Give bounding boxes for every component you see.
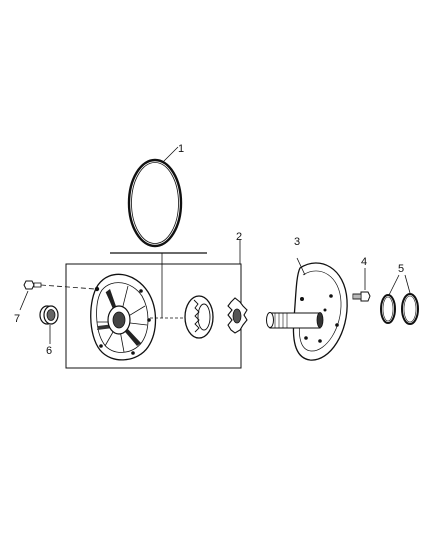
sealing-rings bbox=[380, 274, 419, 325]
bolt-4 bbox=[352, 268, 371, 302]
callout-6: 6 bbox=[46, 345, 52, 357]
callout-2: 2 bbox=[236, 231, 242, 243]
oil-pump-assembly bbox=[65, 240, 248, 369]
callout-1: 1 bbox=[178, 143, 184, 155]
o-ring-seal bbox=[127, 146, 183, 248]
callout-3: 3 bbox=[294, 236, 300, 248]
inner-rotor bbox=[227, 297, 248, 334]
reaction-shaft-support bbox=[266, 257, 348, 361]
outer-rotor bbox=[184, 295, 214, 339]
callout-4: 4 bbox=[361, 256, 367, 268]
callout-7: 7 bbox=[14, 313, 20, 325]
pump-bolt bbox=[19, 280, 96, 311]
callout-5: 5 bbox=[398, 263, 404, 275]
front-seal bbox=[39, 305, 59, 344]
pump-housing bbox=[90, 273, 157, 361]
